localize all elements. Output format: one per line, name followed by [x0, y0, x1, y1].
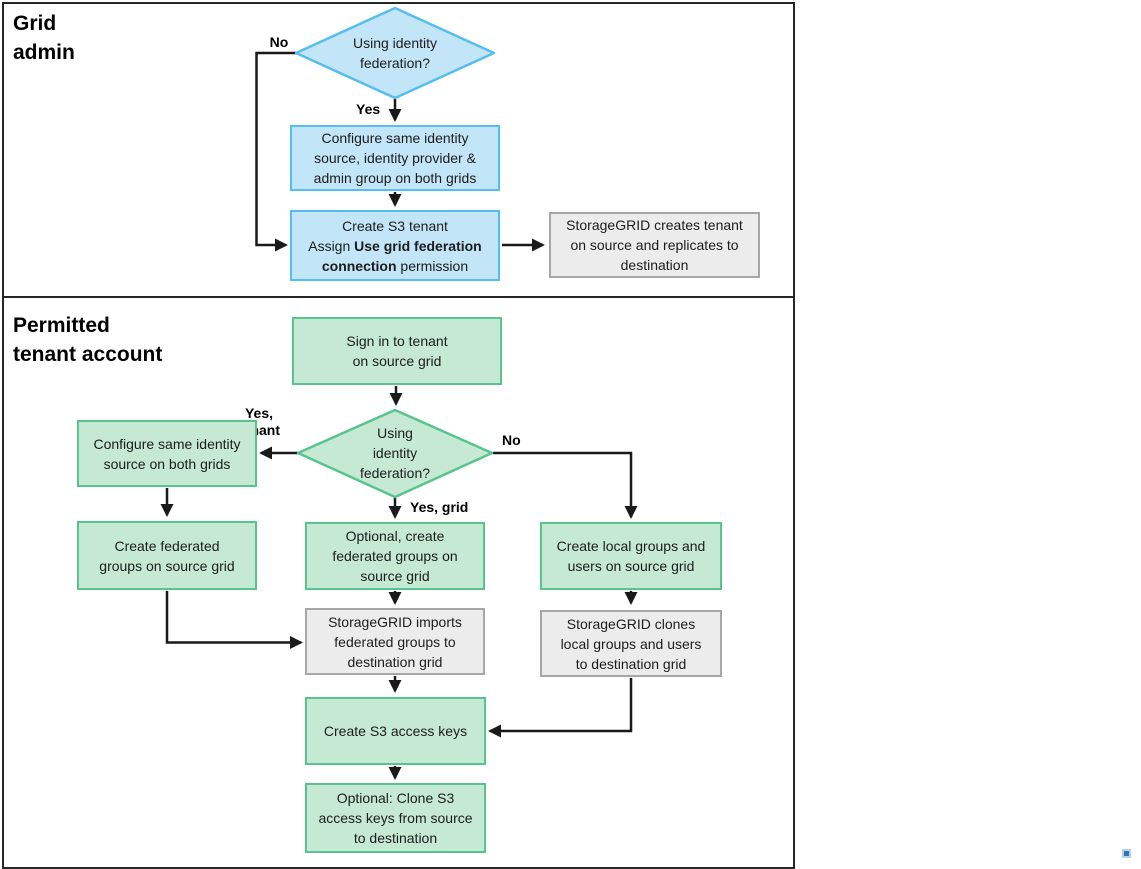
node-sign-in-tenant: Sign in to tenant on source grid	[292, 317, 502, 385]
node-create-federated-groups: Create federated groups on source grid	[77, 521, 257, 590]
decision-diamond-top	[294, 6, 496, 100]
edge-no-top	[255, 51, 296, 252]
panel-divider	[2, 296, 795, 298]
node-configure-identity-both-grids: Configure same identity source on both g…	[77, 420, 257, 487]
node-storagegrid-imports-groups: StorageGRID imports federated groups to …	[305, 608, 485, 675]
decision-diamond-bottom	[296, 408, 494, 499]
edge-federated-to-imports	[165, 591, 303, 649]
node-storagegrid-clones-groups: StorageGRID clones local groups and user…	[540, 610, 722, 677]
diagram-frame	[2, 2, 795, 869]
grid-admin-panel-title: Grid admin	[13, 12, 75, 64]
permitted-tenant-panel-title: Permitted tenant account	[13, 314, 163, 366]
node-configure-identity-source: Configure same identity source, identity…	[290, 125, 500, 191]
decision-label-identity-federation-bottom: Using identity federation?	[359, 425, 431, 481]
node-create-s3-access-keys: Create S3 access keys	[305, 697, 486, 765]
node-storagegrid-creates-tenant: StorageGRID creates tenant on source and…	[549, 212, 760, 278]
label-yes-top: Yes	[356, 101, 381, 117]
node-clone-s3-access-keys: Optional: Clone S3 access keys from sour…	[305, 783, 486, 853]
label-yes-grid: Yes, grid	[410, 499, 469, 515]
decision-label-identity-federation-top: Using identity federation?	[352, 35, 438, 71]
label-no-bottom: No	[502, 432, 521, 448]
edge-clones-to-keys	[488, 678, 633, 738]
node-optional-create-federated: Optional, create federated groups on sou…	[305, 522, 485, 590]
selection-handle-artifact	[1122, 849, 1131, 858]
node-create-local-groups: Create local groups and users on source …	[540, 522, 722, 590]
label-no-top: No	[269, 34, 289, 50]
edge-no-bottom	[493, 451, 638, 519]
